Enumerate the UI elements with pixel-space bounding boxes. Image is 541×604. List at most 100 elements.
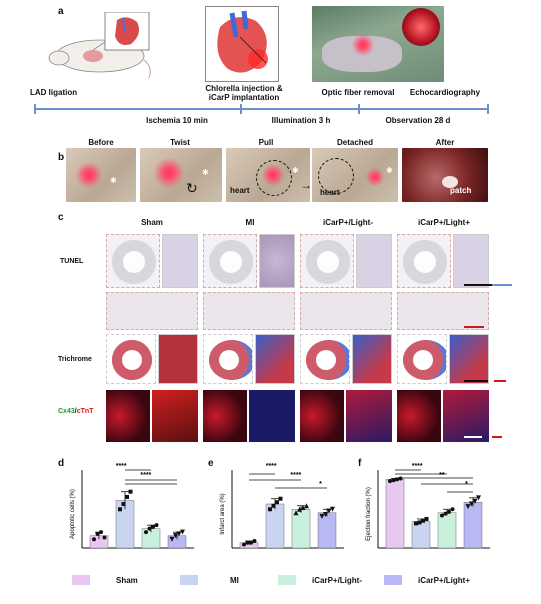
tissue-section	[112, 240, 156, 284]
data-point	[275, 500, 279, 505]
tissue-lumen	[317, 251, 339, 273]
cx43-label: Cx43	[58, 408, 75, 415]
panel-f-label: f	[358, 458, 362, 469]
data-point	[169, 536, 175, 542]
data-point	[154, 523, 159, 528]
data-point	[252, 538, 257, 543]
legend-swatch-light-plus	[384, 575, 402, 585]
data-point	[476, 495, 481, 501]
cx43-zoom-image	[346, 390, 392, 442]
tissue-lumen	[220, 251, 242, 273]
data-point	[330, 506, 335, 512]
legend-sham: Sham	[116, 576, 138, 585]
data-point	[147, 526, 152, 531]
bar-f-2	[437, 512, 457, 549]
col-light-plus: iCarP+/Light+	[417, 218, 470, 227]
data-point	[323, 512, 328, 518]
scale-bar	[492, 436, 502, 438]
trichrome-zoom-image	[352, 334, 392, 384]
legend-swatch-sham	[72, 575, 90, 585]
data-point	[271, 503, 276, 508]
row-cx43-ctnt: Cx43/cTnT	[58, 408, 93, 415]
tissue-section	[403, 340, 446, 380]
data-point	[472, 498, 478, 504]
data-point	[417, 520, 422, 525]
b-title-after: After	[435, 138, 455, 147]
row-trichrome: Trichrome	[58, 356, 92, 363]
step-echocardiography: Echocardiography	[409, 88, 481, 97]
scale-bar	[492, 284, 512, 286]
col-light-minus: iCarP+/Light-	[322, 218, 373, 227]
tunel-zoom-image	[453, 234, 489, 288]
slash-label: /	[74, 408, 77, 415]
trichrome-zoom-image	[255, 334, 295, 384]
ylabel-f: Ejection fraction (%)	[366, 487, 372, 541]
data-point	[99, 530, 103, 535]
data-point	[469, 501, 474, 507]
b-title-detached: Detached	[336, 138, 373, 147]
data-point	[268, 507, 272, 512]
data-point	[242, 542, 246, 547]
data-point	[92, 537, 96, 542]
tissue-lumen	[413, 350, 433, 370]
tunel-overview-image	[300, 234, 354, 288]
timeline-tick	[358, 104, 360, 114]
data-point	[245, 540, 250, 545]
panel-b-label: b	[58, 152, 65, 163]
step-chlorella: Chlorella injection & iCarP implantation	[205, 84, 283, 102]
scale-bar	[464, 326, 484, 328]
step-fiber-removal: Optic fiber removal	[321, 88, 395, 97]
data-point	[326, 508, 332, 514]
photo-twist: ↻ ✱	[140, 148, 222, 202]
data-point	[447, 509, 451, 514]
pull-arrow-icon: →	[300, 178, 312, 192]
timeline-tick	[34, 104, 36, 114]
surgery-photo	[312, 6, 444, 82]
trichrome-zoom-image	[158, 334, 198, 384]
trichrome-overview-image	[300, 334, 350, 384]
significance-label: ****	[140, 472, 151, 479]
data-point	[421, 518, 425, 523]
significance-label: *	[465, 481, 468, 488]
tunel-overview-image	[397, 234, 451, 288]
legend-light-plus: iCarP+/Light+	[418, 576, 471, 585]
col-sham: Sham	[141, 218, 163, 227]
tunel-strip-image	[106, 292, 198, 330]
data-point	[249, 540, 253, 545]
data-point	[121, 502, 126, 506]
panel-e-label: e	[208, 458, 214, 469]
data-point	[450, 507, 455, 512]
trichrome-overview-image	[397, 334, 447, 384]
data-point	[128, 489, 133, 494]
row-tunel: TUNEL	[60, 258, 84, 265]
tissue-lumen	[316, 350, 336, 370]
heart-outline-circle	[256, 160, 292, 196]
tissue-lumen	[219, 350, 239, 370]
significance-label: ****	[266, 463, 277, 470]
bar-f-3	[463, 502, 483, 549]
photo-after: patch	[402, 148, 488, 202]
tunel-overview-image	[106, 234, 160, 288]
data-point	[465, 504, 471, 510]
ylabel-e: Infarct area (%)	[220, 493, 226, 534]
data-point	[176, 531, 182, 537]
tunel-strip-image	[397, 292, 489, 330]
data-point	[300, 505, 306, 511]
b-title-before: Before	[88, 138, 114, 147]
ctnt-label: cTnT	[76, 408, 94, 415]
cx43-zoom-image	[443, 390, 489, 442]
timeline-tick	[240, 104, 242, 114]
phase-illumination: Illumination 3 h	[271, 116, 331, 125]
panel-d-label: d	[58, 458, 65, 469]
bar-e-3	[317, 512, 337, 549]
bar-charts: Apoptotic cells (%)********Infarct area …	[70, 463, 490, 549]
data-point	[151, 524, 155, 529]
tissue-lumen	[123, 251, 145, 273]
cx43-overview-image	[203, 390, 247, 442]
legend-mi: MI	[230, 576, 239, 585]
heart-label-1: heart	[230, 186, 250, 195]
cx43-overview-image	[397, 390, 441, 442]
bar-f-0	[385, 479, 405, 549]
trichrome-zoom-image	[449, 334, 489, 384]
data-point	[144, 530, 148, 535]
